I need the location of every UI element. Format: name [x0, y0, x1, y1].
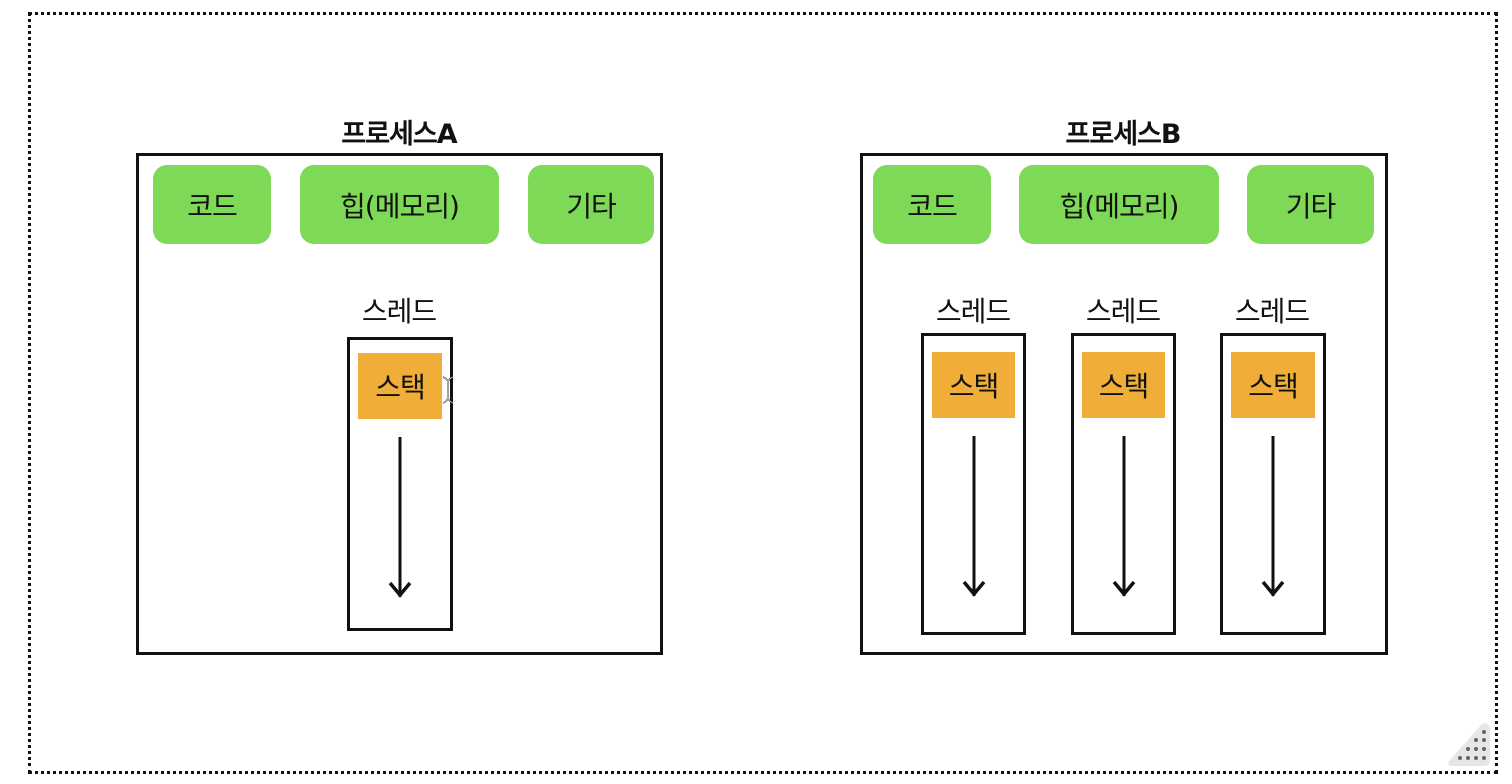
- text-cursor-icon: [442, 376, 454, 404]
- process-b-title: 프로세스B: [1065, 119, 1182, 150]
- process-b-thread-2-box: 스택: [1071, 333, 1176, 635]
- process-a-etc-segment: 기타: [528, 165, 654, 244]
- process-b-thread-1-label: 스레드: [935, 295, 1011, 328]
- process-b-thread-1-stack: 스택: [932, 352, 1015, 418]
- arrow-down-icon: [1261, 436, 1285, 597]
- process-a-heap-segment: 힙(메모리): [300, 165, 499, 244]
- process-a-stack: 스택: [358, 353, 442, 419]
- process-b-thread-3-label: 스레드: [1234, 295, 1310, 328]
- process-a-title: 프로세스A: [341, 119, 457, 150]
- process-b-thread-3-stack: 스택: [1231, 352, 1315, 418]
- process-b-thread-2-stack: 스택: [1082, 352, 1165, 418]
- diagram-frame: [28, 12, 1498, 774]
- process-b-thread-2-label: 스레드: [1085, 295, 1161, 328]
- arrow-down-icon: [388, 437, 412, 598]
- process-b-heap-segment: 힙(메모리): [1019, 165, 1219, 244]
- process-b-etc-segment: 기타: [1247, 165, 1374, 244]
- process-b-thread-1-box: 스택: [921, 333, 1026, 635]
- process-b-thread-3-box: 스택: [1220, 333, 1326, 635]
- process-a-thread-box: 스택: [347, 337, 453, 631]
- process-b-code-segment: 코드: [873, 165, 991, 244]
- arrow-down-icon: [962, 436, 985, 597]
- resize-handle-icon[interactable]: [1448, 722, 1496, 768]
- arrow-down-icon: [1112, 436, 1135, 597]
- process-a-thread-label: 스레드: [361, 295, 437, 328]
- process-a-code-segment: 코드: [153, 165, 271, 244]
